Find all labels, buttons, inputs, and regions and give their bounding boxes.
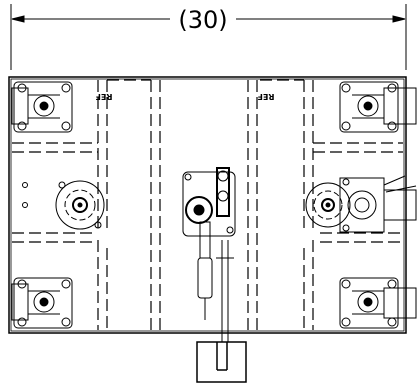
center-toggle-clamp — [182, 167, 236, 342]
clamp-top-left — [11, 81, 73, 133]
ref-marks: REF REF — [95, 92, 274, 101]
base-plate — [8, 76, 407, 334]
bottom-bracket — [196, 341, 247, 383]
locating-pin-left — [22, 180, 105, 230]
ref-mark-right: REF — [257, 92, 274, 101]
overall-dimension: (30) — [10, 4, 407, 70]
dimension-label: (30) — [178, 6, 227, 34]
hidden-lines — [12, 79, 403, 330]
locating-unit-right — [305, 175, 417, 233]
clamp-bottom-right — [339, 277, 417, 329]
clamp-bottom-left — [11, 277, 73, 329]
clamp-top-right — [339, 81, 417, 133]
ref-mark-left: REF — [95, 92, 112, 101]
